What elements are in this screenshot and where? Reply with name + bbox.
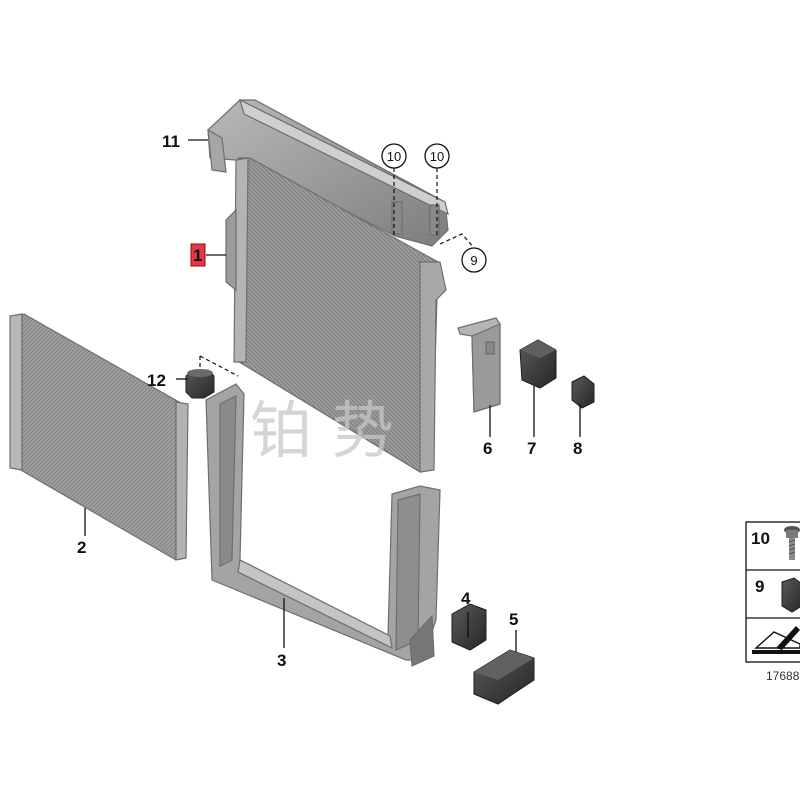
rubber-mount-4 xyxy=(451,603,487,651)
callout-7: 7 xyxy=(527,439,536,458)
callout-10-right: 10 xyxy=(424,143,450,169)
callout-10b: 10 xyxy=(430,149,444,164)
callout-12: 12 xyxy=(147,371,166,390)
callout-1-highlight: 1 xyxy=(190,243,206,267)
watermark-text: 铂 势 xyxy=(250,394,394,467)
radiator-frame xyxy=(205,383,441,667)
rubber-mount-12 xyxy=(185,369,215,399)
bracket-6 xyxy=(457,317,501,413)
callout-10a: 10 xyxy=(387,149,401,164)
callout-8: 8 xyxy=(573,439,582,458)
screw-icon xyxy=(784,526,800,560)
fastener-legend: 10 9 xyxy=(745,521,800,663)
tool-symbol-icon xyxy=(752,626,800,654)
legend-label-9: 9 xyxy=(755,577,764,596)
clip-8 xyxy=(571,375,595,409)
callout-6: 6 xyxy=(483,439,492,458)
callout-9: 9 xyxy=(470,253,477,268)
clip-nut-icon xyxy=(781,577,800,613)
legend-label-10: 10 xyxy=(751,529,770,548)
callout-5: 5 xyxy=(509,610,518,629)
front-condenser xyxy=(9,313,189,561)
callout-1: 1 xyxy=(193,246,202,265)
rubber-mount-5 xyxy=(473,649,535,705)
callout-11: 11 xyxy=(162,132,180,151)
callout-4: 4 xyxy=(461,589,471,608)
upper-air-duct xyxy=(207,98,449,247)
callout-2: 2 xyxy=(77,538,86,557)
callout-3: 3 xyxy=(277,651,286,670)
callout-9-circle: 9 xyxy=(461,247,487,273)
reference-number: 17688 xyxy=(766,669,800,683)
mount-7 xyxy=(519,339,557,389)
leader-lines xyxy=(84,139,581,652)
radiator-main xyxy=(225,157,447,473)
callout-10-left: 10 xyxy=(381,143,407,169)
